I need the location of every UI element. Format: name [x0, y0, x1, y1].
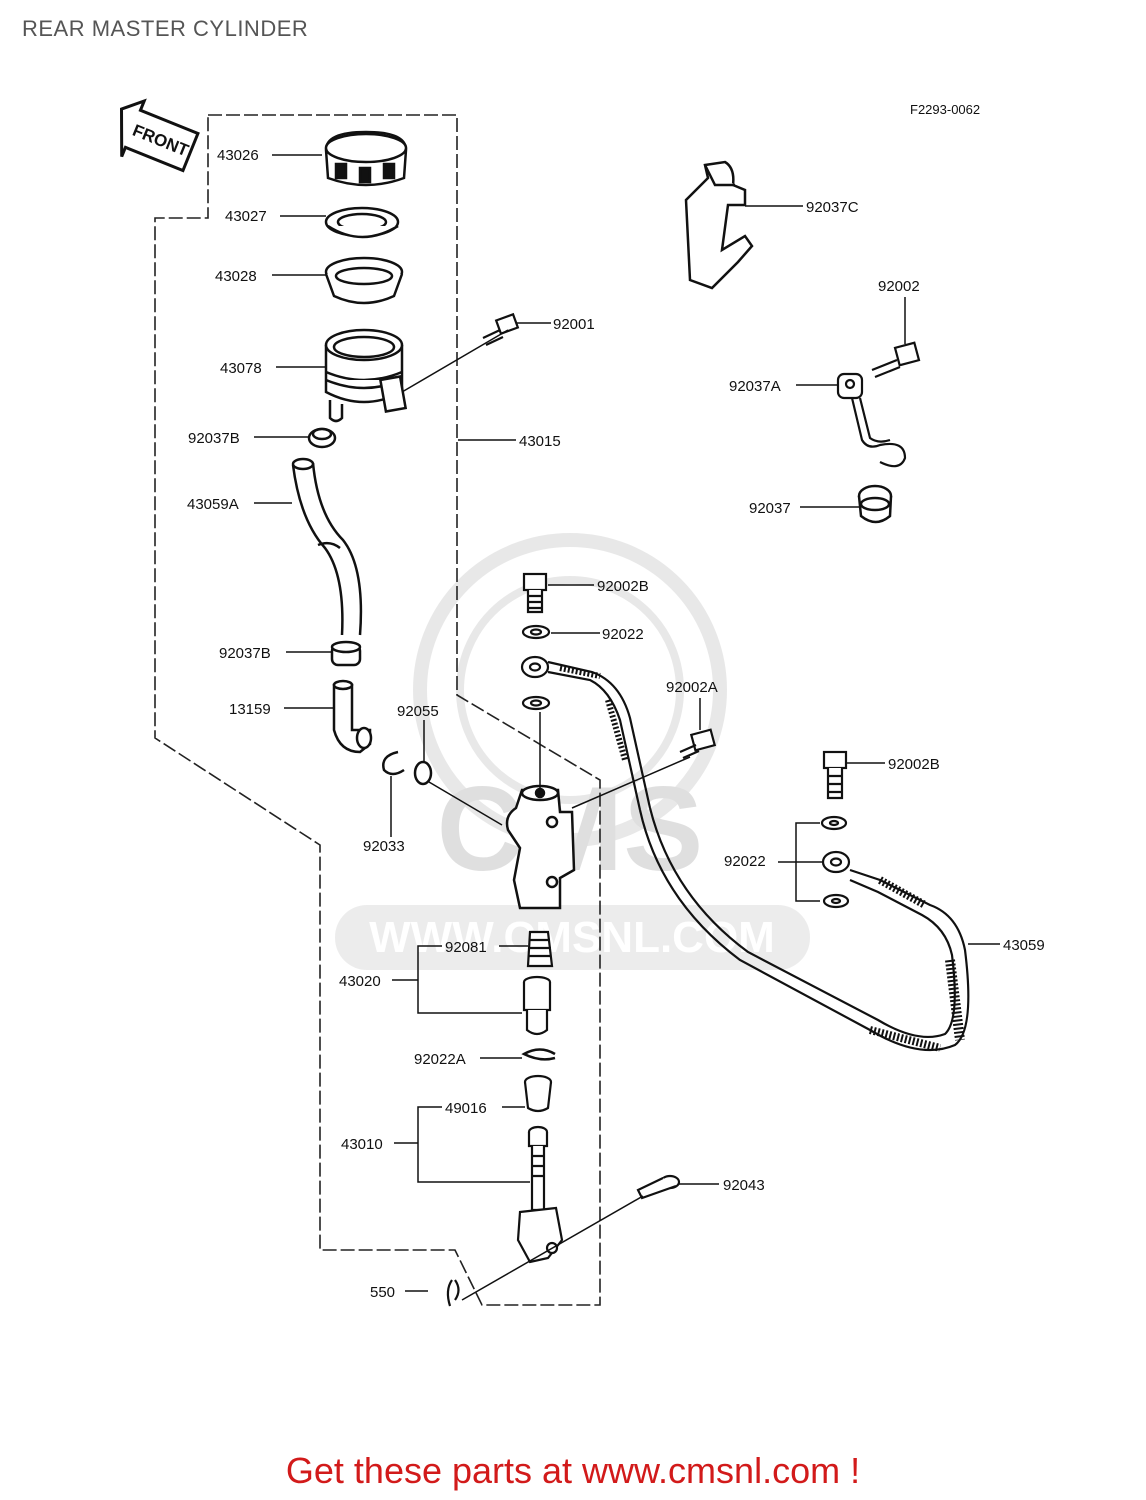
banjo-bolt-92002B-top	[522, 572, 548, 614]
part-labels: 43026 43027 43028 43078 92001 92037B 430…	[187, 147, 1045, 1301]
hose-elbow	[332, 679, 373, 754]
leader-lines	[254, 154, 1000, 1301]
hose-clamp-92037A	[836, 372, 907, 468]
washer-92022-top	[521, 624, 551, 640]
reservoir-cap	[324, 130, 408, 187]
part-label-92043: 92043	[723, 1177, 765, 1194]
bolt-92002	[871, 341, 921, 379]
part-label-92022-right: 92022	[724, 853, 766, 870]
hose-bracket-92037C	[684, 160, 754, 290]
cotter-pin-550	[446, 1279, 460, 1307]
spring-92081	[526, 930, 554, 968]
part-label-92002B-right: 92002B	[888, 756, 940, 773]
banjo-fitting-top	[520, 655, 551, 711]
o-ring-92055	[413, 760, 433, 786]
part-label-43010: 43010	[341, 1136, 383, 1153]
part-label-92002A: 92002A	[666, 679, 718, 696]
assembly-outline	[154, 114, 601, 1306]
part-label-13159: 13159	[229, 701, 271, 718]
brake-hose-lower	[638, 807, 970, 1052]
reservoir	[324, 328, 408, 423]
part-label-92037B-top: 92037B	[188, 430, 240, 447]
part-label-92037: 92037	[749, 500, 791, 517]
piston-43020	[522, 975, 552, 1036]
part-label-43059A: 43059A	[187, 496, 239, 513]
bolt-92001	[482, 312, 520, 346]
part-label-92022-top: 92022	[602, 626, 644, 643]
grommet-92037	[857, 484, 893, 524]
part-label-92081: 92081	[445, 939, 487, 956]
part-label-92002B-top: 92002B	[597, 578, 649, 595]
washers-92022-right	[820, 815, 851, 909]
master-cylinder-body	[505, 784, 576, 910]
boot-49016	[523, 1074, 553, 1113]
hose-clamp-bottom	[330, 640, 362, 667]
reservoir-hose	[291, 457, 363, 636]
bolt-92002A	[679, 728, 717, 760]
part-label-49016: 49016	[445, 1100, 487, 1117]
part-label-43078: 43078	[220, 360, 262, 377]
page-title: REAR MASTER CYLINDER	[22, 16, 309, 41]
diaphragm	[324, 256, 404, 305]
part-label-92055: 92055	[397, 703, 439, 720]
part-label-43059: 43059	[1003, 937, 1045, 954]
part-label-43027: 43027	[225, 208, 267, 225]
part-label-43026: 43026	[217, 147, 259, 164]
part-label-92001: 92001	[553, 316, 595, 333]
front-arrow-icon: FRONT	[120, 98, 200, 173]
watermark: CMS WWW.CMSNL.COM	[335, 533, 810, 970]
part-label-43015: 43015	[519, 433, 561, 450]
part-label-92002: 92002	[878, 278, 920, 295]
part-label-92022A: 92022A	[414, 1051, 466, 1068]
part-label-92037C: 92037C	[806, 199, 859, 216]
footer-link[interactable]: Get these parts at www.cmsnl.com !	[285, 1450, 861, 1491]
part-label-43028: 43028	[215, 268, 257, 285]
circlip-92033	[382, 750, 405, 776]
part-label-550: 550	[370, 1284, 395, 1301]
part-label-92037A: 92037A	[729, 378, 781, 395]
pushrod-43010	[516, 1125, 564, 1264]
figure-code: F2293-0062	[910, 102, 980, 117]
part-label-92033: 92033	[363, 838, 405, 855]
diaphragm-plate	[324, 206, 400, 239]
circlip-92022A	[521, 1048, 556, 1061]
hose-clamp-top	[307, 427, 337, 449]
part-label-92037B-bottom: 92037B	[219, 645, 271, 662]
part-label-43020: 43020	[339, 973, 381, 990]
banjo-bolt-92002B-right	[822, 750, 848, 800]
watermark-url: WWW.CMSNL.COM	[369, 913, 775, 962]
brake-hose-upper	[547, 660, 652, 811]
pin-92043	[636, 1174, 681, 1200]
